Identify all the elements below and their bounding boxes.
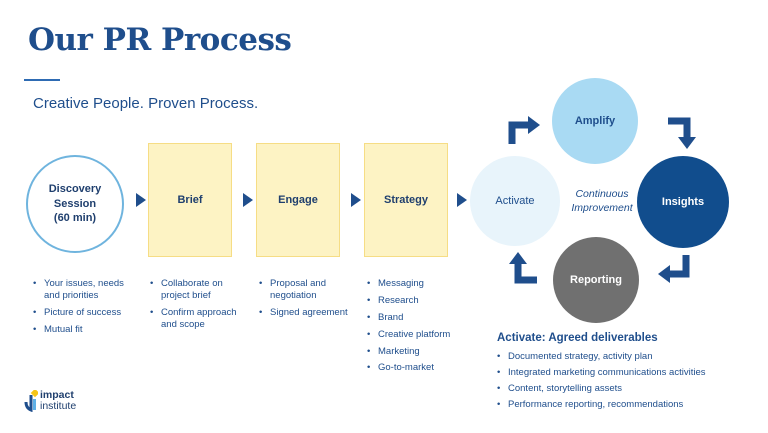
amplify-circle: Amplify [552, 78, 638, 164]
impact-institute-logo: impact institute [24, 389, 77, 413]
list-item: Marketing [367, 346, 467, 358]
discovery-label-line2: Session [53, 197, 97, 210]
arrow-bent-up-right-icon [508, 116, 540, 144]
strategy-label: Strategy [383, 194, 429, 206]
list-item: Integrated marketing communications acti… [497, 367, 757, 379]
arrow-bent-down-left-icon [658, 255, 690, 283]
impact-institute-mark-icon [24, 390, 38, 413]
engage-label: Engage [278, 194, 318, 206]
brief-label: Brief [177, 194, 203, 206]
list-item: Signed agreement [259, 307, 349, 319]
list-item: Picture of success [33, 307, 133, 319]
activate-label: Activate [495, 194, 535, 207]
strategy-list: Messaging Research Brand Creative platfo… [367, 278, 467, 379]
list-item: Messaging [367, 278, 467, 290]
engage-box: Engage [256, 143, 340, 257]
activate-circle: Activate [470, 156, 560, 246]
discovery-label-line3: (60 min) [53, 212, 97, 225]
insights-label: Insights [661, 195, 705, 208]
arrow-bent-right-down-icon [668, 117, 696, 149]
discovery-label-line1: Discovery [48, 182, 102, 195]
logo-text-institute: institute [40, 400, 77, 413]
list-item: Go-to-market [367, 362, 467, 374]
insights-circle: Insights [637, 156, 729, 248]
reporting-circle: Reporting [553, 237, 639, 323]
arrow-right-icon [457, 193, 467, 207]
continuous-label: Continuous [575, 188, 629, 200]
arrow-right-icon [351, 193, 361, 207]
list-item: Performance reporting, recommendations [497, 399, 757, 411]
strategy-box: Strategy [364, 143, 448, 257]
list-item: Proposal and negotiation [259, 278, 349, 302]
subtitle: Creative People. Proven Process. [33, 95, 259, 112]
arrow-right-icon [136, 193, 146, 207]
list-item: Mutual fit [33, 324, 133, 336]
discovery-list: Your issues, needs and priorities Pictur… [33, 278, 133, 341]
list-item: Your issues, needs and priorities [33, 278, 133, 302]
continuous-improvement-label: Continuous Improvement [556, 188, 648, 215]
arrow-right-icon [243, 193, 253, 207]
list-item: Confirm approach and scope [150, 307, 245, 331]
deliverables-title: Activate: Agreed deliverables [497, 332, 658, 344]
discovery-session-circle: Discovery Session (60 min) [26, 155, 124, 253]
page-title: Our PR Process [28, 22, 292, 58]
list-item: Research [367, 295, 467, 307]
list-item: Collaborate on project brief [150, 278, 245, 302]
deliverables-list: Documented strategy, activity plan Integ… [497, 351, 757, 415]
logo-text-impact: impact [40, 389, 74, 401]
title-underline [24, 79, 60, 81]
brief-list: Collaborate on project brief Confirm app… [150, 278, 245, 336]
improvement-label: Improvement [571, 201, 633, 214]
list-item: Creative platform [367, 329, 467, 341]
engage-list: Proposal and negotiation Signed agreemen… [259, 278, 349, 324]
amplify-label: Amplify [574, 114, 616, 127]
list-item: Documented strategy, activity plan [497, 351, 757, 363]
list-item: Brand [367, 312, 467, 324]
brief-box: Brief [148, 143, 232, 257]
reporting-label: Reporting [570, 273, 622, 286]
list-item: Content, storytelling assets [497, 383, 757, 395]
arrow-bent-left-up-icon [509, 252, 537, 284]
